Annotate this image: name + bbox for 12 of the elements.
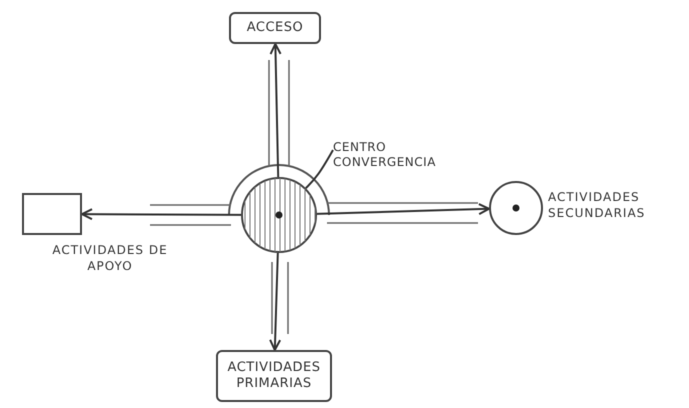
arrow: [81, 208, 241, 220]
label-box: [216, 350, 332, 402]
arrow: [269, 252, 282, 351]
node-caption: ACTIVIDADES DE APOYO: [51, 243, 169, 274]
box-label: ACTIVIDADES PRIMARIAS: [226, 360, 322, 392]
callout-text: CENTRO CONVERGENCIA: [333, 140, 437, 170]
leader-line: [305, 150, 334, 189]
label-box: [229, 12, 321, 44]
arrow: [316, 203, 490, 216]
node-caption: ACTIVIDADES SECUNDARIAS: [548, 190, 646, 222]
box-label: ACCESO: [246, 20, 304, 36]
arrow: [270, 43, 282, 178]
